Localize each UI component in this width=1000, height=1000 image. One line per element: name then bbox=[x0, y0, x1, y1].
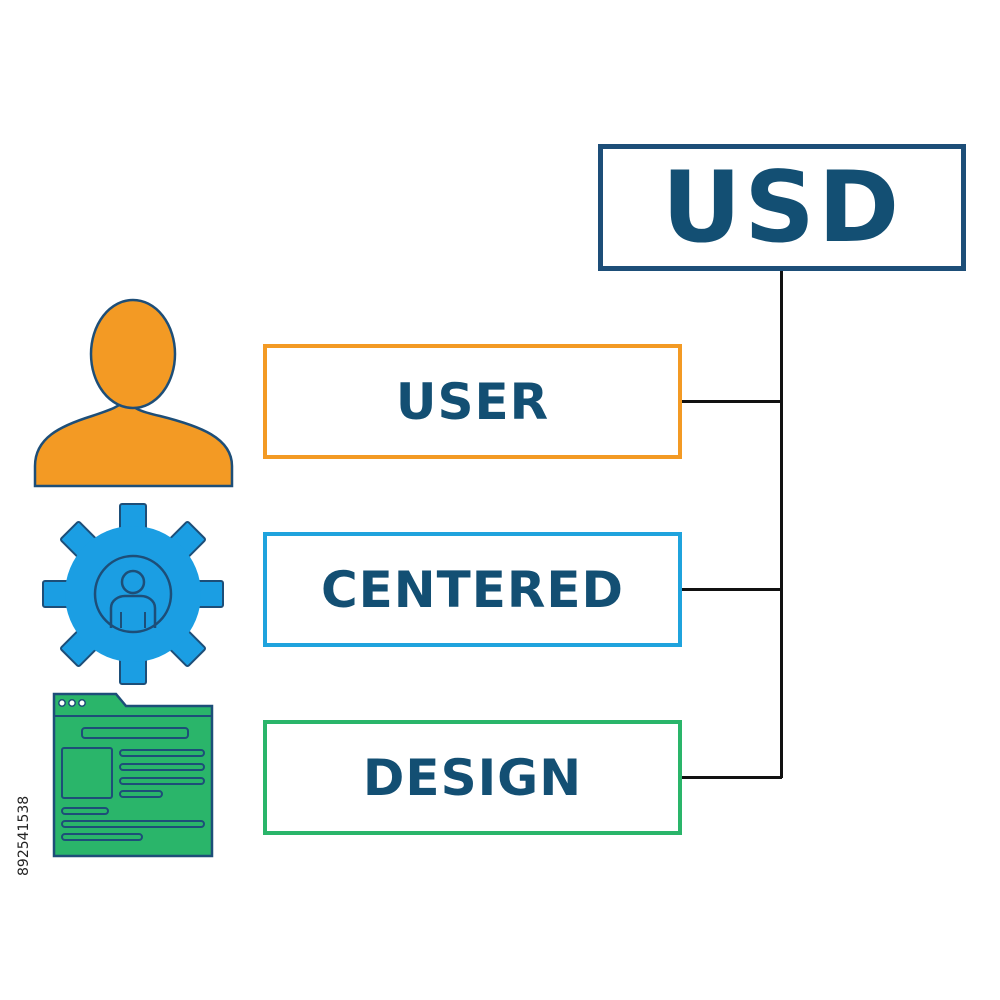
title-text: USD bbox=[661, 150, 903, 265]
connector-user bbox=[682, 400, 782, 403]
design-box: DESIGN bbox=[263, 720, 682, 835]
centered-label: CENTERED bbox=[320, 560, 625, 619]
person-icon bbox=[33, 298, 234, 488]
centered-box: CENTERED bbox=[263, 532, 682, 647]
stock-id-text: 892541538 bbox=[16, 795, 32, 877]
user-label: USER bbox=[395, 372, 550, 431]
design-label: DESIGN bbox=[362, 748, 583, 807]
title-box: USD bbox=[598, 144, 966, 271]
connector-vertical bbox=[780, 271, 783, 778]
connector-design bbox=[682, 776, 782, 779]
connector-centered bbox=[682, 588, 782, 591]
webpage-icon bbox=[52, 692, 214, 858]
gear-user-icon bbox=[42, 503, 224, 685]
user-box: USER bbox=[263, 344, 682, 459]
